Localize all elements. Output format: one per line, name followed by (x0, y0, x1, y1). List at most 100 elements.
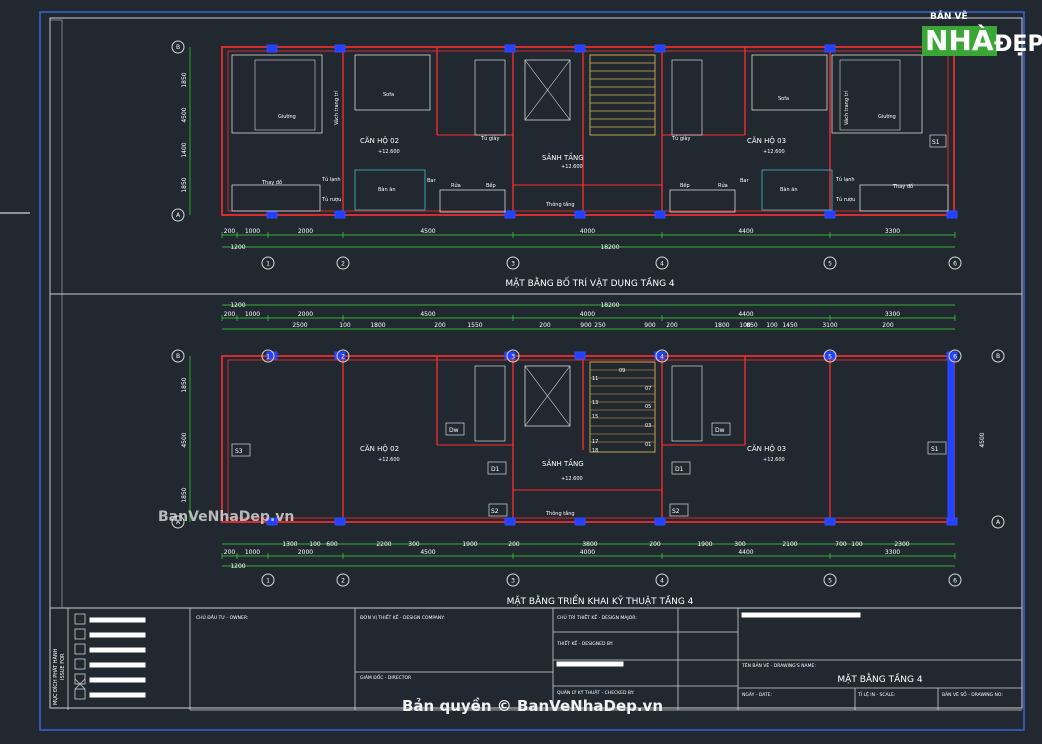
grid-label-1: 1 (266, 578, 270, 585)
plan2-axis-a-label: A (176, 519, 181, 526)
plan1-column-4 (654, 44, 666, 53)
plan2-window-right (947, 359, 955, 521)
plan2-row1-label: 3300 (885, 311, 900, 318)
plan2-row2-label: 100 (766, 322, 778, 329)
grid-bubble-1 (261, 256, 275, 270)
plan2-bottom2-label: 4500 (420, 549, 435, 556)
plan1-sanh-label: SẢNH TẦNG (542, 152, 584, 162)
plan2-stair-num: 18 (592, 448, 598, 454)
plan2-d1-right: D1 (675, 466, 684, 473)
plan2-row2-label: 200 (882, 322, 894, 329)
plan1-canho02-label: CĂN HỘ 02 (360, 136, 399, 145)
grid-bubble-3 (506, 349, 520, 363)
plan1-rua-right: Rửa (718, 182, 728, 189)
plan2-side-dim-label: 4500 (181, 432, 188, 447)
plan1-tugiay-right: Tủ giày (671, 135, 690, 142)
tb-section: MỤC ĐÍCH PHÁT HÀNH (52, 648, 59, 705)
plan1-column-7 (266, 210, 278, 219)
plan2-bottom2-label: 200 (224, 549, 236, 556)
plan2-row2-label: 100 (739, 322, 751, 329)
wardrobe-right (859, 184, 949, 212)
plan1-tulanh-right: Tủ lạnh (835, 176, 855, 183)
plan2-row2-label: 100 (339, 322, 351, 329)
dining-left (354, 169, 426, 211)
tb-checkbox (74, 643, 86, 655)
plan2-d1-left-box (487, 461, 507, 475)
plan1-axis-b-label: B (176, 44, 180, 51)
plan2-bottom1-label: 2300 (894, 541, 909, 548)
plan2-row1-label: 4400 (738, 311, 753, 318)
grid-label-3: 3 (511, 354, 515, 361)
grid-label-4: 4 (660, 354, 664, 361)
grid-label-3: 3 (511, 261, 515, 268)
grid-label-2: 2 (341, 261, 345, 268)
tb-issue: ISSUE FOR (60, 653, 66, 680)
plan2-level-center: +12.600 (561, 476, 583, 482)
site-logo[interactable]: BẢN VẼ NHÀ ĐẸP (918, 12, 1042, 64)
plan1-column-11 (654, 210, 666, 219)
plan2-1200: 1200 (230, 302, 245, 309)
plan2-bottom1-label: 2100 (782, 541, 797, 548)
plan1-column-1 (334, 44, 346, 53)
plan1-canho03-label: CĂN HỘ 03 (747, 136, 786, 145)
logo-suffix-text: ĐẸP (994, 32, 1042, 57)
grid-label-1: 1 (266, 354, 270, 361)
bed-left-mattress (254, 59, 316, 131)
plan2-stair-num: 11 (592, 376, 598, 382)
tb-company-bar (741, 612, 861, 618)
plan2-row2-label: 850 (746, 322, 758, 329)
watermark-center: BanVeNhaDep.vn (158, 509, 295, 525)
plan1-side-dim-label: 1850 (181, 72, 188, 87)
grid-bubble-5 (823, 573, 837, 587)
grid-label-3: 3 (511, 578, 515, 585)
plan2-column-1 (334, 351, 346, 360)
plan2-stair-num: 07 (645, 386, 651, 392)
s1-tag-box (929, 134, 947, 148)
plan2-column-12 (824, 517, 836, 526)
plan2-bottom1-label: 2200 (376, 541, 391, 548)
plan2-row2-label: 1800 (370, 322, 385, 329)
plan2-canho03-label: CĂN HỘ 03 (747, 444, 786, 453)
grid-bubble-2 (336, 349, 350, 363)
grid-bubble-2 (336, 256, 350, 270)
plan1-inner (227, 50, 949, 212)
plan1-column-12 (824, 210, 836, 219)
plan1-dims-label: 1000 (245, 228, 260, 235)
bed-right-mattress (839, 59, 901, 131)
plan2-column-11 (654, 517, 666, 526)
grid-label-4: 4 (660, 261, 664, 268)
plan1-outline (221, 46, 955, 216)
plan2-s3-box (231, 443, 251, 457)
plan2-dw-right-box (711, 422, 731, 436)
plan2-bath-left (474, 365, 506, 442)
plan2-column-8 (334, 517, 346, 526)
grid-bubble-4 (655, 573, 669, 587)
plan1-column-2 (504, 44, 516, 53)
plan1-bar-left: Bar (427, 178, 436, 184)
bed-left (231, 54, 323, 134)
plan2-bottom1-label: 1900 (697, 541, 712, 548)
tb-designer-bar (556, 661, 624, 667)
plan2-s2-right: S2 (672, 508, 680, 515)
plan2-stair-num: 15 (592, 414, 598, 420)
plan1-vach-right: Vách trang trí (843, 90, 850, 125)
plan2-row2-label: 3100 (822, 322, 837, 329)
plan2-bath-right (671, 365, 703, 442)
plan1-turuou-left: Tủ rượu (321, 196, 341, 203)
plan2-bottom1-label: 1300 (282, 541, 297, 548)
tb-issue-bar (89, 677, 146, 683)
tb-scale: TỈ LỆ IN - SCALE: (857, 690, 895, 698)
side-ruler (49, 19, 63, 609)
plan2-thongtang: Thông tầng (545, 509, 575, 517)
plan2-row1-label: 2000 (298, 311, 313, 318)
plan1-bar-right: Bar (740, 178, 749, 184)
plan2-axis-b-right-label: B (996, 353, 1000, 360)
plan1-banan-left: Bàn ăn (378, 186, 396, 193)
plan2-total: 18200 (600, 302, 619, 309)
plan2-row2-label: 1800 (714, 322, 729, 329)
plan2-stair-num: 17 (592, 439, 598, 445)
wardrobe-left (231, 184, 321, 212)
plan2-row1-label: 200 (224, 311, 236, 318)
plan2-column-9 (504, 517, 516, 526)
plan1-column-8 (334, 210, 346, 219)
